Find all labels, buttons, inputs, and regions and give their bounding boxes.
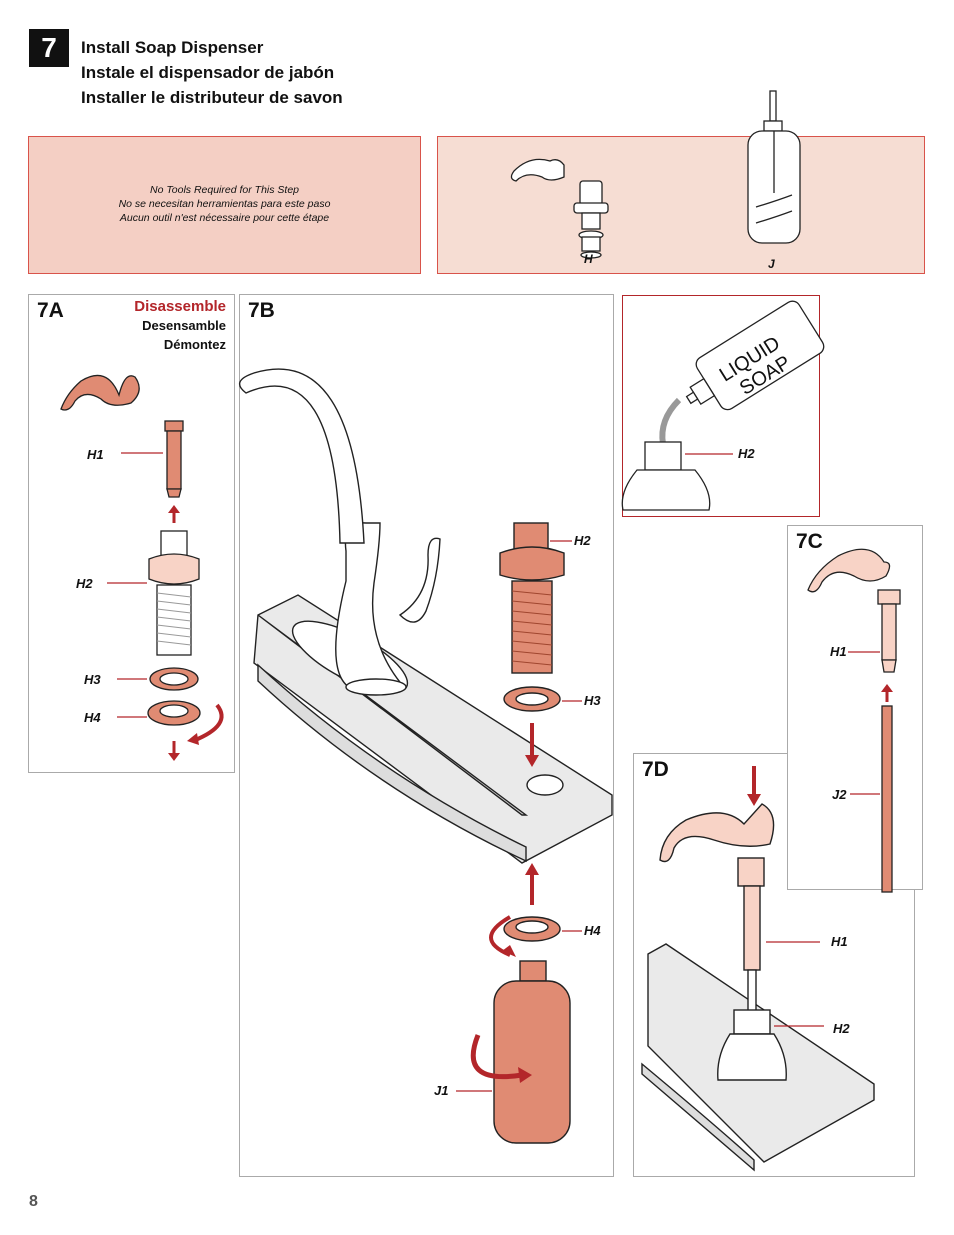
callout-j2: J2 xyxy=(832,787,847,802)
panel-7a-label: 7A xyxy=(37,299,64,322)
note-english: No Tools Required for This Step xyxy=(149,184,300,196)
step-number-badge: 7 xyxy=(29,29,69,67)
callout-h3: H3 xyxy=(584,693,601,708)
panel-7d-illustration xyxy=(641,766,875,1172)
callout-h4: H4 xyxy=(584,923,601,938)
panel-7c-illustration xyxy=(807,548,901,893)
pour-soap-illustration: LIQUID SOAP xyxy=(621,300,825,511)
panel-7c-label: 7C xyxy=(796,530,823,553)
disassemble-heading-es: Desensamble xyxy=(142,318,226,333)
soap-bottle-part-icon xyxy=(747,90,801,244)
panel-pour-soap: LIQUID SOAP H2 xyxy=(621,295,825,517)
page-number: 8 xyxy=(29,1193,38,1210)
panel-7b-label: 7B xyxy=(248,299,275,322)
note-french: Aucun outil n'est nécessaire pour cette … xyxy=(119,212,330,224)
callout-h2: H2 xyxy=(574,533,591,548)
no-tools-note-box: No Tools Required for This Step No se ne… xyxy=(28,136,421,274)
callout-h2: H2 xyxy=(833,1021,850,1036)
title-spanish: Instale el dispensador de jabón xyxy=(81,63,335,82)
parts-box: H J xyxy=(437,90,925,274)
disassemble-heading-fr: Démontez xyxy=(163,337,226,352)
callout-h1: H1 xyxy=(87,447,104,462)
panel-7d-label: 7D xyxy=(642,758,669,781)
panel-7d: 7D H1 H2 xyxy=(633,753,915,1177)
callout-h2: H2 xyxy=(738,446,755,461)
callout-h2: H2 xyxy=(76,576,93,591)
soap-pump-part-icon xyxy=(510,158,609,259)
callout-h1: H1 xyxy=(831,934,848,949)
note-spanish: No se necesitan herramientas para este p… xyxy=(118,198,331,210)
part-j-label: J xyxy=(768,257,775,271)
title-french: Installer le distributeur de savon xyxy=(81,88,343,107)
panel-7a: 7A Disassemble Desensamble Démontez xyxy=(28,294,235,773)
disassemble-heading-en: Disassemble xyxy=(134,298,226,315)
panel-7b: 7B xyxy=(238,294,614,1177)
callout-h3: H3 xyxy=(84,672,101,687)
panel-7c: 7C H1 J2 xyxy=(787,525,923,893)
panel-7b-illustration xyxy=(238,368,613,1144)
part-h-label: H xyxy=(584,252,593,266)
callout-h4: H4 xyxy=(84,710,101,725)
callout-j1: J1 xyxy=(434,1083,449,1098)
panel-7a-illustration xyxy=(60,374,224,761)
title-english: Install Soap Dispenser xyxy=(81,38,264,57)
callout-h1: H1 xyxy=(830,644,847,659)
parts-illustration: H J xyxy=(510,90,801,271)
